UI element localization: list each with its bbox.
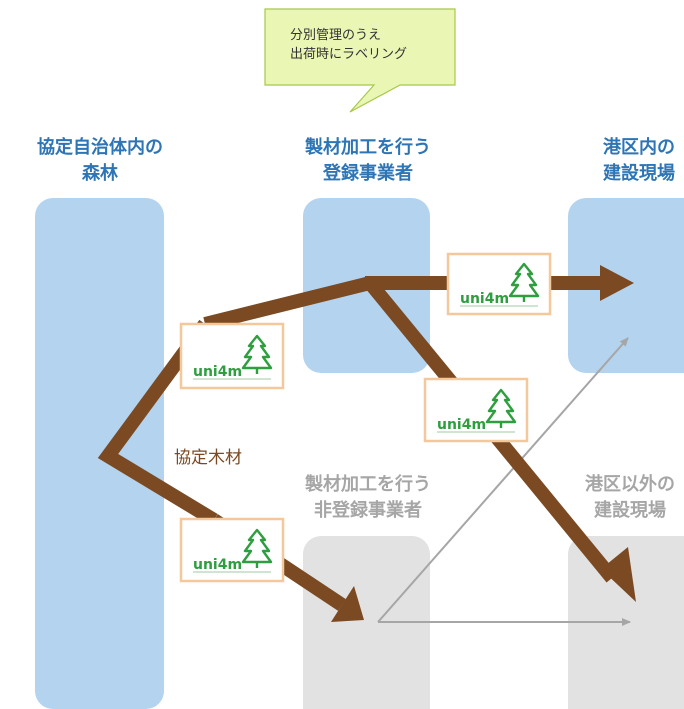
port-site-heading-line-2: 建設現場: [603, 163, 675, 184]
callout-text: 分別管理のうえ 出荷時にラベリング: [290, 26, 407, 64]
forest-heading-line-1: 協定自治体内の: [37, 137, 163, 158]
other-site-heading-line-2: 建設現場: [594, 500, 666, 521]
uni4m-tag: uni4m: [179, 322, 285, 390]
other-site-heading-line-1: 港区以外の: [585, 474, 675, 495]
callout-bubble: [264, 8, 456, 113]
uni4m-logo-text: uni4m: [437, 417, 486, 433]
registered-heading-line-1: 製材加工を行う: [305, 137, 431, 158]
callout-line-1: 分別管理のうえ: [290, 28, 382, 43]
forest-column: [35, 198, 164, 709]
callout-line-2: 出荷時にラベリング: [290, 47, 408, 62]
forest-to-registered-line: [203, 276, 372, 331]
registered-to-other-arrowhead: [601, 547, 636, 602]
unregistered-heading-line-1: 製材加工を行う: [305, 474, 431, 495]
registered-heading: 製材加工を行う 登録事業者: [284, 135, 452, 187]
uni4m-logo-text: uni4m: [193, 364, 242, 380]
port-site-heading: 港区内の 建設現場: [584, 135, 684, 187]
uni4m-tag: uni4m: [423, 377, 529, 443]
other-site-heading: 港区以外の 建設現場: [576, 472, 684, 524]
unregistered-heading: 製材加工を行う 非登録事業者: [284, 472, 452, 524]
uni4m-tag: uni4m: [446, 252, 552, 316]
unregistered-heading-line-2: 非登録事業者: [314, 500, 422, 521]
unregistered-to-port-arrow: [377, 337, 629, 623]
agreement-timber-label: 協定木材: [174, 448, 242, 468]
forest-heading: 協定自治体内の 森林: [20, 135, 180, 187]
tree-icon: [508, 262, 540, 302]
tree-icon: [241, 528, 273, 568]
registered-to-port-arrowhead: [600, 265, 634, 301]
uni4m-logo-text: uni4m: [193, 557, 242, 573]
forest-to-unregistered-arrowhead: [331, 586, 364, 622]
uni4m-logo-text: uni4m: [460, 291, 509, 307]
forest-heading-line-2: 森林: [82, 163, 118, 184]
uni4m-tag: uni4m: [179, 517, 285, 583]
registered-heading-line-2: 登録事業者: [323, 163, 413, 184]
tree-icon: [241, 334, 273, 374]
unregistered-processor-column: [303, 536, 430, 709]
tree-icon: [485, 388, 517, 428]
timber-flow-line: [97, 319, 218, 526]
port-site-heading-line-1: 港区内の: [603, 137, 675, 158]
